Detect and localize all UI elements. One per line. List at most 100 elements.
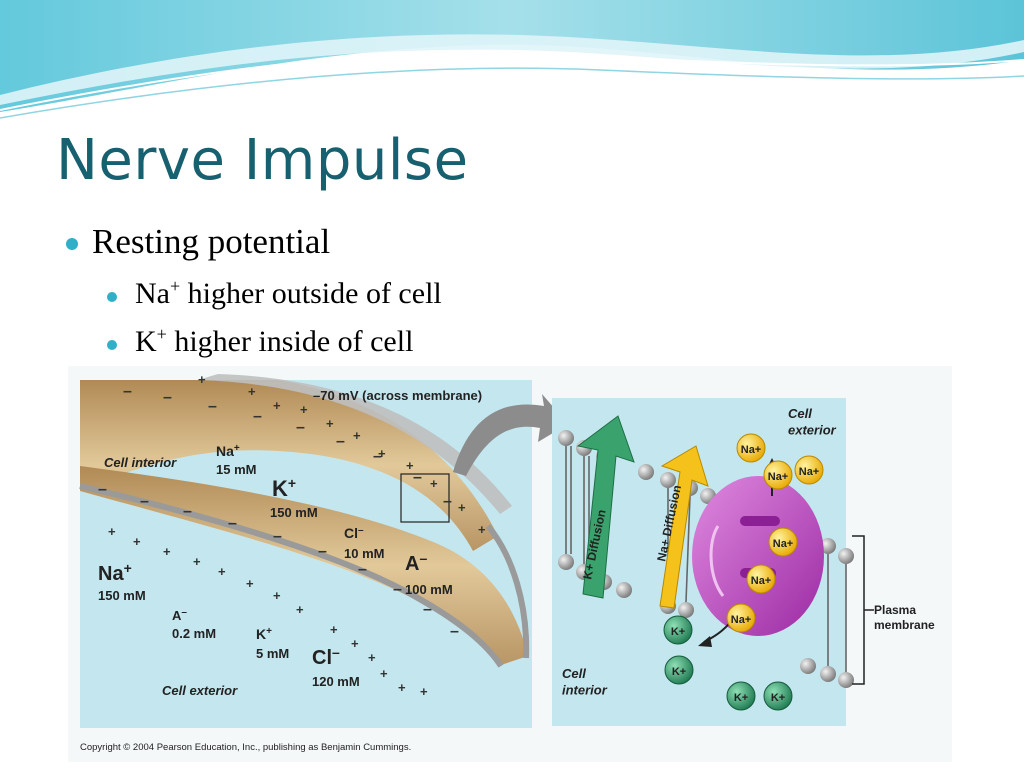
left-panel-axon: – – – – – – – – – – – – – – – – – – – + + + + + + + + + + +… (79, 372, 532, 728)
svg-text:100 mM: 100 mM (405, 582, 453, 597)
svg-text:–: – (318, 543, 327, 560)
svg-text:Na+: Na+ (216, 443, 240, 459)
svg-text:+: + (398, 680, 406, 695)
svg-text:A–: A– (405, 550, 427, 575)
svg-text:–: – (273, 528, 282, 545)
copyright-notice: Copyright © 2004 Pearson Education, Inc.… (80, 742, 412, 753)
svg-text:150 mM: 150 mM (98, 588, 146, 603)
svg-text:K+: K+ (272, 475, 296, 501)
svg-text:120 mM: 120 mM (312, 674, 360, 689)
svg-text:+: + (420, 684, 428, 699)
svg-text:Na+: Na+ (741, 444, 762, 456)
svg-text:–: – (423, 601, 432, 618)
svg-text:+: + (273, 588, 281, 603)
svg-text:A–: A– (172, 607, 187, 623)
inside-ion-k: K+ 150 mM (270, 475, 318, 520)
svg-text:–: – (336, 433, 345, 450)
svg-text:+: + (133, 534, 141, 549)
svg-text:+: + (368, 650, 376, 665)
outside-ion-cl: Cl– 120 mM (312, 644, 360, 689)
header-wave-decoration (0, 0, 1024, 119)
svg-text:10 mM: 10 mM (344, 546, 384, 561)
svg-text:K+: K+ (256, 626, 272, 642)
svg-text:5 mM: 5 mM (256, 646, 289, 661)
svg-text:Cl–: Cl– (344, 525, 364, 541)
svg-text:Cl–: Cl– (312, 644, 340, 669)
k-ion-ball: K+ (763, 681, 793, 711)
svg-text:+: + (380, 666, 388, 681)
na-ion-ball: Na+ (726, 603, 756, 633)
svg-text:–: – (228, 515, 237, 532)
resting-potential-figure: – – – – – – – – – – – – – – – – – – – + + + + + + + + + + +… (68, 366, 952, 762)
svg-text:–: – (358, 561, 367, 578)
left-cell-exterior-label: Cell exterior (162, 683, 238, 698)
svg-text:–: – (208, 398, 217, 415)
svg-text:Na+: Na+ (731, 614, 752, 626)
svg-text:+: + (296, 602, 304, 617)
svg-text:–: – (140, 493, 149, 510)
bullet-dot (66, 238, 78, 250)
bullet-dot (107, 340, 117, 350)
svg-text:15 mM: 15 mM (216, 462, 256, 477)
outside-ion-na: Na+ 150 mM (98, 560, 146, 603)
svg-text:K+: K+ (672, 666, 686, 678)
svg-text:+: + (246, 576, 254, 591)
bullet-resting-potential: Resting potential (92, 222, 331, 261)
svg-text:–: – (413, 469, 422, 486)
svg-text:–: – (98, 481, 107, 498)
right-panel-membrane (552, 398, 874, 726)
svg-text:+: + (108, 524, 116, 539)
svg-text:+: + (351, 636, 359, 651)
zoom-arrow (453, 394, 568, 476)
svg-text:–: – (443, 493, 452, 510)
outside-ion-k: K+ 5 mM (256, 626, 289, 661)
bullet-na-higher-outside: Na+ higher outside of cell (135, 276, 442, 310)
inside-ion-cl: Cl– 10 mM (344, 525, 384, 561)
na-ion-ball: Na+ (746, 564, 776, 594)
svg-text:+: + (353, 428, 361, 443)
svg-text:–: – (183, 503, 192, 520)
svg-text:+: + (406, 458, 414, 473)
svg-text:+: + (378, 446, 386, 461)
svg-text:–: – (163, 389, 172, 406)
svg-text:+: + (330, 622, 338, 637)
svg-text:+: + (163, 544, 171, 559)
svg-text:–: – (253, 408, 262, 425)
svg-text:+: + (198, 372, 206, 387)
svg-text:–: – (123, 383, 132, 400)
svg-text:–: – (450, 623, 459, 640)
na-ion-ball: Na+ (763, 460, 793, 490)
k-ion-ball: K+ (663, 615, 693, 645)
svg-text:+: + (218, 564, 226, 579)
svg-text:+: + (326, 416, 334, 431)
left-cell-interior-label: Cell interior (104, 455, 177, 470)
k-ion-ball: K+ (664, 655, 694, 685)
svg-text:Na+: Na+ (799, 466, 820, 478)
svg-text:+: + (248, 384, 256, 399)
svg-text:+: + (458, 500, 466, 515)
svg-text:–: – (393, 581, 402, 598)
outside-ion-a: A– 0.2 mM (172, 607, 216, 641)
svg-text:–: – (373, 448, 382, 465)
svg-text:K+: K+ (771, 692, 785, 704)
membrane-potential-label: –70 mV (across membrane) (313, 388, 482, 403)
inside-ion-a: A– 100 mM (405, 550, 453, 597)
slide-title: Nerve Impulse (56, 128, 469, 193)
svg-text:0.2 mM: 0.2 mM (172, 626, 216, 641)
na-ion-ball: Na+ (768, 527, 798, 557)
svg-text:150 mM: 150 mM (270, 505, 318, 520)
svg-text:+: + (273, 398, 281, 413)
bullet-dot (107, 292, 117, 302)
na-ion-ball: Na+ (736, 433, 766, 463)
plasma-membrane-label: Plasma membrane (874, 603, 935, 632)
right-cell-interior-label: Cell interior (562, 666, 608, 697)
svg-text:Na+: Na+ (773, 538, 794, 550)
bullet-k-higher-inside: K+ higher inside of cell (135, 324, 414, 358)
svg-text:+: + (300, 402, 308, 417)
svg-text:K+: K+ (671, 626, 685, 638)
svg-text:+: + (478, 522, 486, 537)
na-ion-ball: Na+ (794, 455, 824, 485)
right-cell-exterior-label: Cell exterior (788, 406, 837, 437)
svg-text:–: – (296, 419, 305, 436)
svg-text:Na+: Na+ (768, 471, 789, 483)
